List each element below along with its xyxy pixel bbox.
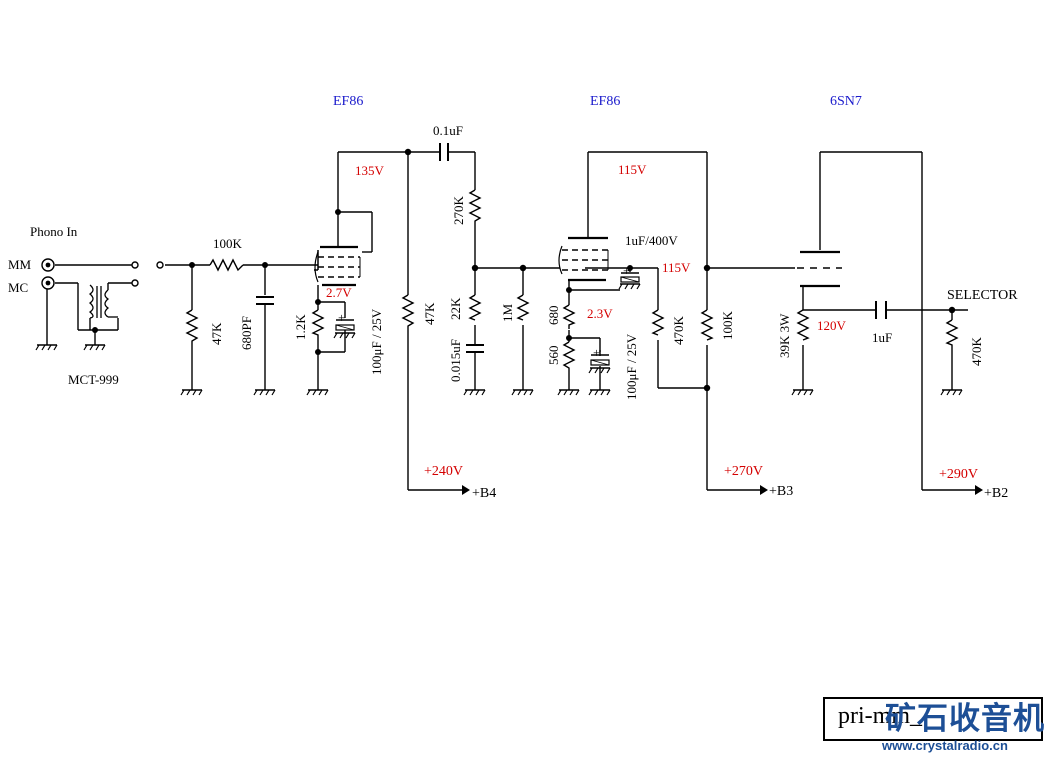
- c-out-label: 1uF: [872, 330, 892, 345]
- watermark-logo: 矿石收音机: [885, 701, 1045, 737]
- input-jacks: [41, 258, 164, 290]
- c-coupling1-label: 0.1uF: [433, 123, 463, 138]
- svg-text:+: +: [593, 345, 600, 360]
- watermark-box: [823, 697, 1043, 741]
- watermark-text: pri-mm_: [838, 703, 922, 729]
- transformer: [88, 284, 118, 319]
- r-cathode1-label: 1.2K: [293, 314, 308, 340]
- supply-b3: +B3: [769, 484, 793, 499]
- tube-ef86-1: [314, 245, 361, 287]
- r-cathode3-label: 39K 3W: [777, 313, 792, 358]
- resistors: [185, 189, 959, 370]
- tube-6sn7: [797, 250, 842, 288]
- voltage-135: 135V: [355, 163, 385, 178]
- supply-arrows: [462, 485, 983, 495]
- watermark-url: www.crystalradio.cn: [882, 738, 1008, 753]
- c-input-label: 680PF: [239, 316, 254, 350]
- voltage-240: +240V: [424, 464, 463, 479]
- transformer-label: MCT-999: [68, 372, 119, 387]
- ground-symbols: [35, 283, 963, 396]
- r-22k-label: 22K: [448, 297, 463, 320]
- r-out-label: 470K: [969, 337, 984, 367]
- input-title: Phono In: [30, 224, 78, 239]
- electrolytic-caps: [335, 272, 640, 366]
- tube-label-stage2: EF86: [590, 94, 620, 109]
- selector-label: SELECTOR: [947, 288, 1018, 303]
- r-plate1-label: 47K: [422, 302, 437, 325]
- voltage-2-7: 2.7V: [326, 285, 352, 300]
- mc-label: MC: [8, 280, 28, 295]
- r-input-label: 100K: [213, 236, 243, 251]
- c-cathode2-label: 100μF / 25V: [624, 333, 639, 400]
- tube-label-stage1: EF86: [333, 94, 363, 109]
- r-grid1-label: 47K: [209, 322, 224, 345]
- c-cathode1-label: 100μF / 25V: [369, 308, 384, 375]
- tube-label-stage3: 6SN7: [830, 94, 862, 109]
- voltage-120: 120V: [817, 318, 847, 333]
- r-680-label: 680: [546, 306, 561, 326]
- r-1m-label: 1M: [500, 304, 515, 323]
- r-560-label: 560: [546, 346, 561, 366]
- voltage-115-screen: 115V: [662, 260, 691, 275]
- capacitors: [256, 143, 887, 353]
- svg-text:+: +: [338, 310, 345, 325]
- voltage-2-3: 2.3V: [587, 306, 613, 321]
- voltage-270: +270V: [724, 464, 763, 479]
- supply-b2: +B2: [984, 486, 1008, 501]
- r-screen2-label: 470K: [671, 316, 686, 346]
- mm-label: MM: [8, 257, 32, 272]
- junctions: [92, 148, 956, 392]
- supply-b4: +B4: [472, 486, 496, 501]
- tube-ef86-2: [558, 236, 609, 282]
- svg-text:+: +: [623, 263, 630, 278]
- voltage-115-plate: 115V: [618, 162, 647, 177]
- r-plate2-label: 100K: [720, 311, 735, 341]
- r-270k-label: 270K: [451, 196, 466, 226]
- voltage-290: +290V: [939, 467, 978, 482]
- wires: [46, 151, 975, 491]
- c-0015-label: 0.015uF: [448, 339, 463, 382]
- c-screen2-label: 1uF/400V: [625, 233, 678, 248]
